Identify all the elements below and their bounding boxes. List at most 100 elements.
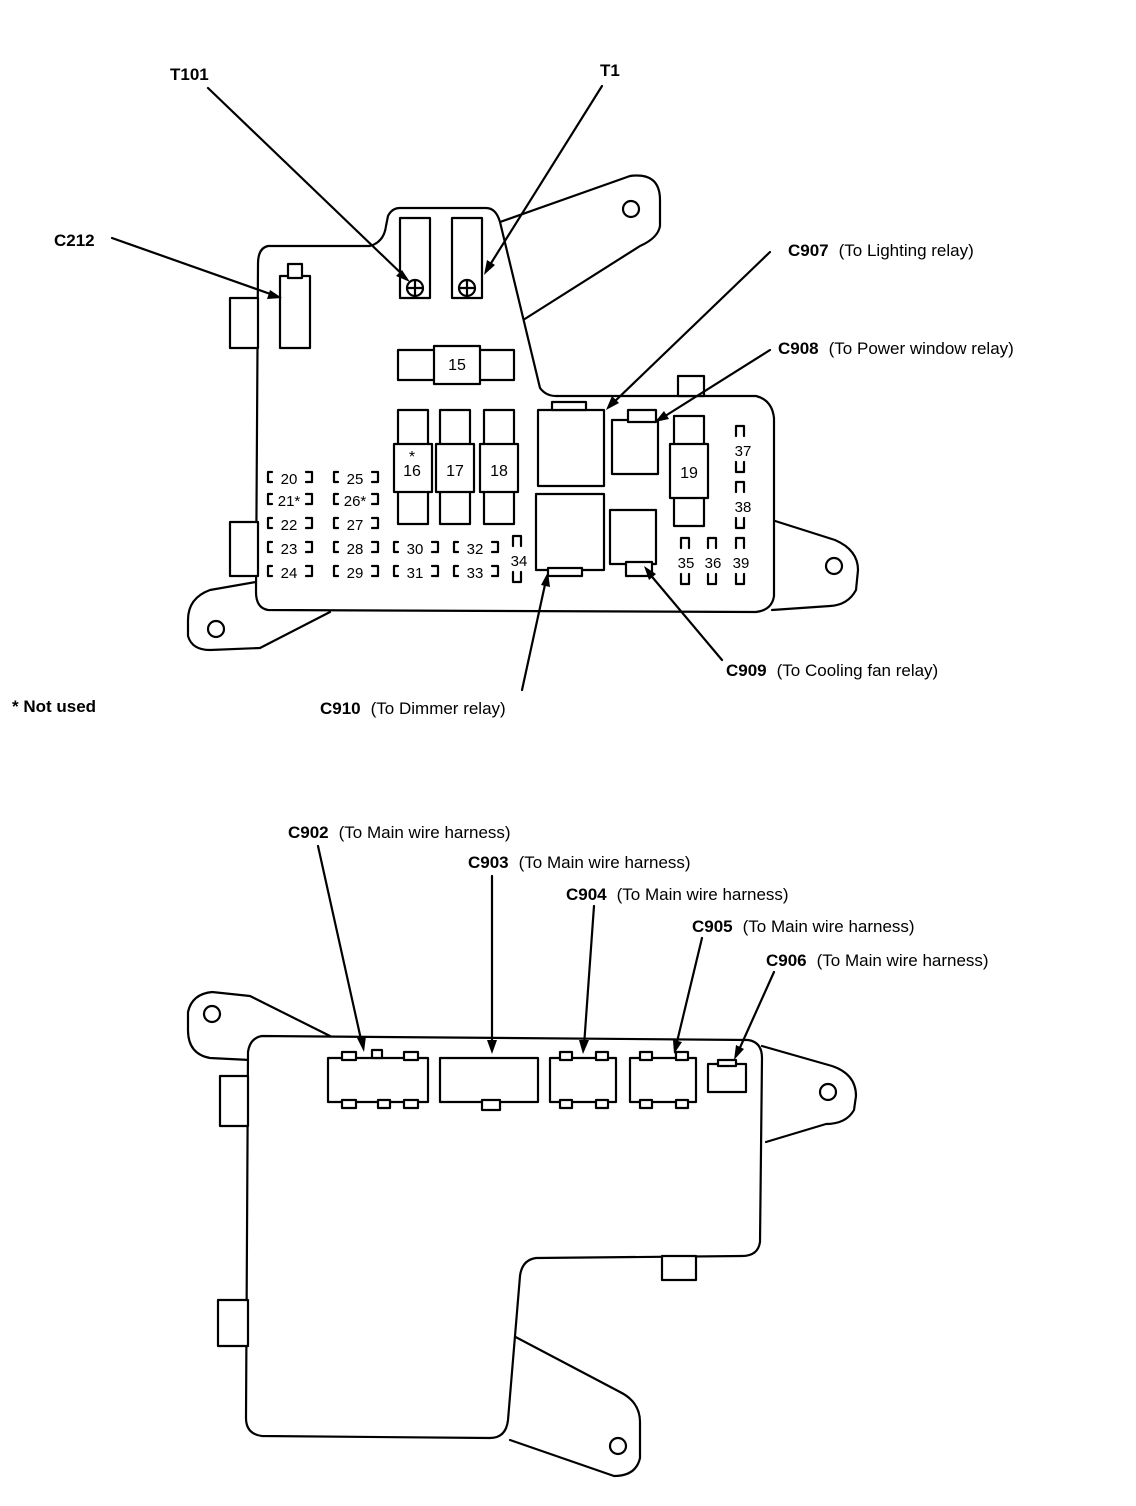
mount-hole-bottom-left bbox=[206, 619, 226, 639]
fuse-21-label: 21* bbox=[278, 493, 301, 510]
fuse-15-label: 15 bbox=[448, 357, 466, 374]
c908-code: C908 bbox=[778, 339, 819, 358]
c906-label: C906 (To Main wire harness) bbox=[766, 951, 989, 970]
c906-leader bbox=[736, 970, 776, 1054]
not-used-note: * Not used bbox=[12, 697, 96, 716]
c908-desc: (To Power window relay) bbox=[829, 339, 1014, 358]
c904-code: C904 bbox=[566, 885, 607, 904]
c212-label: C212 bbox=[54, 231, 95, 250]
fuse-18-label: 18 bbox=[490, 463, 508, 480]
c907-latch bbox=[550, 400, 588, 412]
c903-label: C903 (To Main wire harness) bbox=[468, 853, 691, 872]
c906-desc: (To Main wire harness) bbox=[817, 951, 989, 970]
fuse-16-star: * bbox=[409, 449, 415, 466]
fuse-17 bbox=[434, 442, 476, 494]
bottom-housing bbox=[244, 1034, 764, 1440]
c903-code: C903 bbox=[468, 853, 509, 872]
c905-desc: (To Main wire harness) bbox=[743, 917, 915, 936]
t101-leader bbox=[206, 86, 408, 280]
fuse-37-label: 37 bbox=[735, 443, 752, 460]
fuse-34-label: 34 bbox=[511, 553, 528, 570]
bottom-tab bbox=[660, 1254, 698, 1282]
c902-desc: (To Main wire harness) bbox=[339, 823, 511, 842]
c902-label: C902 (To Main wire harness) bbox=[288, 823, 511, 842]
fuse-19-label: 19 bbox=[680, 465, 698, 482]
fuse-15-right-blade bbox=[476, 348, 516, 382]
fuse-16 bbox=[392, 442, 434, 494]
side-tab-top bbox=[228, 296, 260, 350]
fuse-15-left-blade bbox=[396, 348, 438, 382]
c904-label: C904 (To Main wire harness) bbox=[566, 885, 789, 904]
t1-leader bbox=[486, 84, 604, 270]
c910-label: C910 (To Dimmer relay) bbox=[320, 699, 506, 718]
side-tab-bottom bbox=[228, 520, 260, 578]
fuse-16-label: 16 bbox=[403, 463, 421, 480]
mount-hole-upper-left bbox=[202, 1004, 222, 1024]
fuse-19-group: 19 bbox=[668, 414, 710, 528]
c902-connector bbox=[326, 1056, 430, 1104]
t101-label: T101 bbox=[170, 65, 209, 84]
mount-hole-right-2 bbox=[818, 1082, 838, 1102]
c907-leader bbox=[610, 250, 772, 406]
mount-hole-top-right bbox=[621, 199, 641, 219]
fuse-20-label: 20 bbox=[281, 471, 298, 488]
fuse-16-group: * 16 bbox=[392, 408, 434, 526]
fuse-26-label: 26* bbox=[344, 493, 367, 510]
fuse-19 bbox=[668, 442, 710, 500]
bottom-leaders bbox=[316, 844, 776, 1060]
mount-hole-lower-right bbox=[608, 1436, 628, 1456]
bottom-fuse-box bbox=[186, 990, 858, 1478]
fuse-38-label: 38 bbox=[735, 499, 752, 516]
top-leaders bbox=[110, 84, 772, 692]
c909-leader bbox=[646, 570, 724, 662]
c905-leader bbox=[674, 936, 704, 1048]
fuse-15 bbox=[432, 344, 482, 386]
bottom-right-bracket bbox=[760, 1044, 858, 1144]
fuse-32-label: 32 bbox=[467, 541, 484, 558]
mount-hole-right bbox=[824, 556, 844, 576]
c905-label: C905 (To Main wire harness) bbox=[692, 917, 915, 936]
c905-code: C905 bbox=[692, 917, 733, 936]
c903-connector bbox=[438, 1056, 540, 1104]
c212-leader bbox=[110, 236, 278, 298]
c904-connector bbox=[548, 1056, 618, 1104]
t1-label: T1 bbox=[600, 61, 620, 80]
fuse-25-label: 25 bbox=[347, 471, 364, 488]
fuse-22-label: 22 bbox=[281, 517, 298, 534]
c902-leader bbox=[316, 844, 364, 1046]
c908-relay-socket bbox=[610, 418, 660, 476]
fuse-17-group: 17 bbox=[434, 408, 476, 526]
c910-code: C910 bbox=[320, 699, 361, 718]
small-fuse-grid: 20 21* 22 23 24 25 26* 27 28 29 30 31 32 bbox=[266, 470, 500, 582]
fuse-36-label: 36 bbox=[705, 555, 722, 572]
c212-connector bbox=[278, 274, 312, 350]
c909-desc: (To Cooling fan relay) bbox=[777, 661, 939, 680]
fuse-23-label: 23 bbox=[281, 541, 298, 558]
c909-relay-socket bbox=[608, 508, 658, 566]
c908-leader bbox=[660, 348, 772, 420]
fuse-18 bbox=[478, 442, 520, 494]
c907-desc: (To Lighting relay) bbox=[839, 241, 974, 260]
c910-relay-socket bbox=[534, 492, 606, 572]
c908-label: C908 (To Power window relay) bbox=[778, 339, 1014, 358]
top-tab bbox=[676, 374, 706, 398]
top-fuse-box: 15 * 16 17 18 bbox=[186, 174, 860, 652]
fuse-24-label: 24 bbox=[281, 565, 298, 582]
fuse-18-group: 18 bbox=[478, 408, 520, 526]
bottom-lower-bracket bbox=[504, 1330, 642, 1478]
c909-label: C909 (To Cooling fan relay) bbox=[726, 661, 938, 680]
c909-code: C909 bbox=[726, 661, 767, 680]
c906-code: C906 bbox=[766, 951, 807, 970]
vertical-small-fuses: 34 35 36 39 37 38 bbox=[511, 424, 752, 586]
top-right-bracket bbox=[498, 174, 662, 324]
fuse-28-label: 28 bbox=[347, 541, 364, 558]
c910-latch bbox=[546, 566, 584, 578]
c907-relay-socket bbox=[536, 408, 606, 488]
c909-latch bbox=[624, 560, 654, 578]
fuse-17-label: 17 bbox=[446, 463, 464, 480]
c907-code: C907 bbox=[788, 241, 829, 260]
fuse-33-label: 33 bbox=[467, 565, 484, 582]
c212-latch bbox=[286, 262, 304, 280]
c907-label: C907 (To Lighting relay) bbox=[788, 241, 974, 260]
fuse-27-label: 27 bbox=[347, 517, 364, 534]
